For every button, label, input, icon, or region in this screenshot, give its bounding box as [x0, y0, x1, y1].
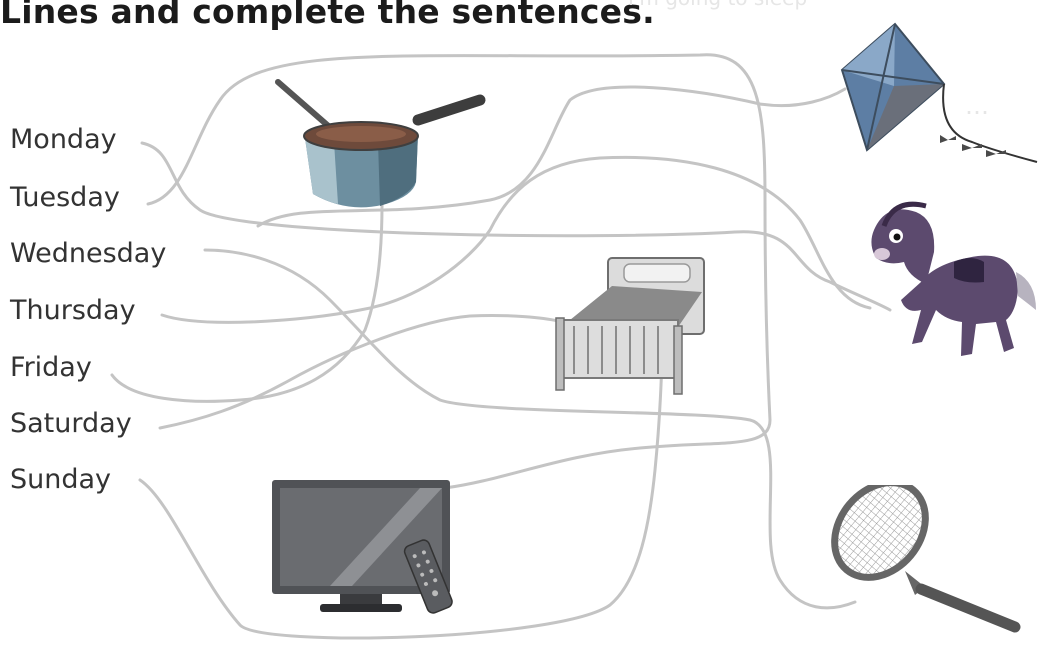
maze-line-sunday	[138, 344, 664, 640]
maze-line-saturday	[158, 313, 560, 430]
saucepan-icon	[275, 79, 486, 208]
day-label-monday: Monday	[10, 124, 117, 155]
kite-icon	[840, 22, 1038, 163]
maze-line-kite	[256, 85, 847, 228]
day-label-saturday: Saturday	[10, 408, 132, 439]
horse-icon	[871, 201, 1036, 356]
day-label-wednesday: Wednesday	[10, 238, 167, 269]
maze-line-tuesday	[146, 53, 772, 490]
television-icon	[272, 480, 453, 614]
maze-line-friday	[110, 203, 384, 403]
day-label-friday: Friday	[10, 352, 92, 383]
instruction-heading: Lines and complete the sentences.	[0, 0, 655, 31]
day-label-thursday: Thursday	[10, 295, 136, 326]
bed-icon	[555, 257, 705, 395]
faded-background-text: I'm going to sleep	[628, 0, 807, 10]
tennis-racket-icon	[831, 485, 1021, 633]
maze-line-wednesday	[203, 248, 857, 610]
day-label-tuesday: Tuesday	[10, 182, 120, 213]
day-label-sunday: Sunday	[10, 464, 112, 495]
maze-line-monday	[140, 141, 892, 312]
maze-line-thursday	[160, 155, 872, 324]
faded-background-text: …	[965, 92, 989, 120]
